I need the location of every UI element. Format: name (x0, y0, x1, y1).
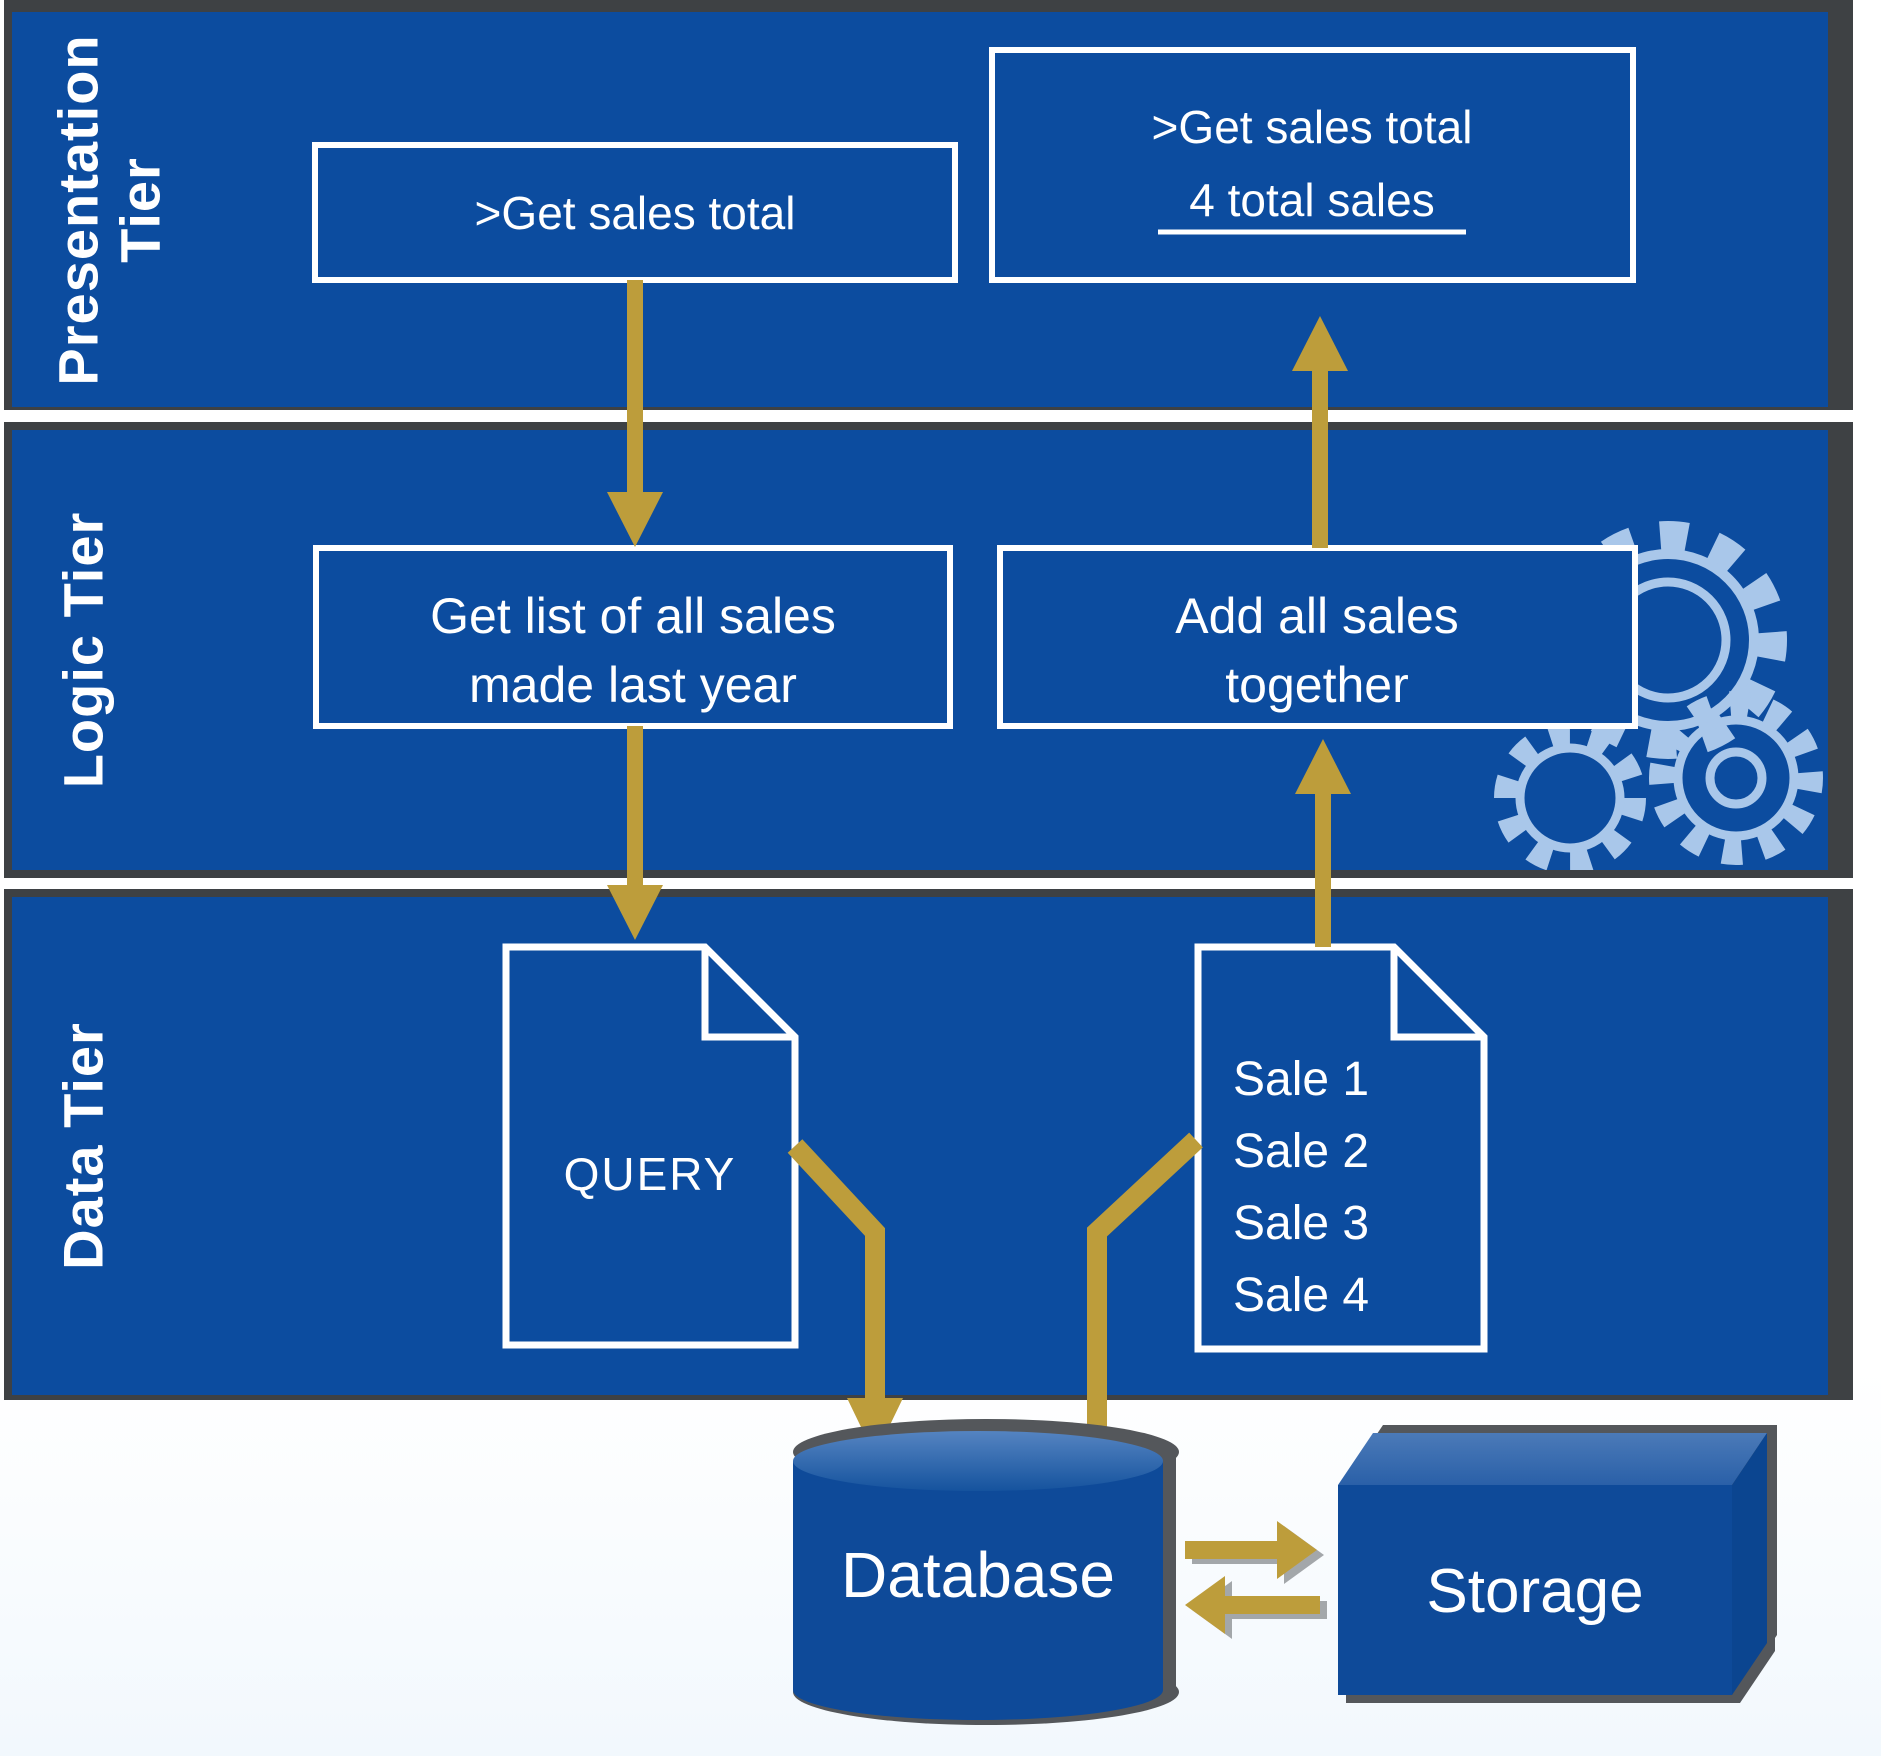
arrow-up-icon (1295, 739, 1351, 947)
add-sales-label-line1: Add all sales (1175, 588, 1459, 644)
sale-item-2: Sale 2 (1233, 1125, 1369, 1178)
logic-tier-label: Logic Tier (52, 512, 115, 789)
presentation-tier-label-line2: Tier (109, 157, 172, 263)
sales-list-items: Sale 1 Sale 2 Sale 3 Sale 4 (1233, 1053, 1369, 1322)
arrow-down-icon (607, 280, 663, 547)
query-document-icon (502, 943, 799, 1349)
sale-item-1: Sale 1 (1233, 1053, 1369, 1106)
node-sales-total-response: >Get sales total 4 total sales (989, 47, 1636, 283)
node-get-sales-total-request: >Get sales total (312, 142, 958, 283)
sale-item-3: Sale 3 (1233, 1197, 1369, 1250)
storage-box-icon: Storage (1338, 1425, 1777, 1703)
data-tier-label: Data Tier (52, 1022, 115, 1270)
get-list-label-line1: Get list of all sales (430, 588, 836, 644)
arrow-left-icon (1185, 1576, 1320, 1634)
arrow-up-icon (1292, 316, 1348, 548)
database-cylinder-icon: Database (793, 1419, 1179, 1725)
sales-list-document-icon (1194, 943, 1488, 1353)
database-label: Database (841, 1539, 1115, 1611)
line-bent-up-icon (1087, 1132, 1203, 1456)
node-add-all-sales: Add all sales together (997, 545, 1638, 729)
gear-small (1649, 691, 1823, 865)
query-doc-label: QUERY (564, 1148, 737, 1200)
tier-band-data (4, 889, 1853, 1400)
add-sales-label-line2: together (1225, 657, 1408, 713)
flow-arrows (607, 280, 1351, 1456)
response-label-line2: 4 total sales (1189, 174, 1434, 226)
sale-item-4: Sale 4 (1233, 1269, 1369, 1322)
get-list-label-line2: made last year (469, 657, 797, 713)
node-get-list-of-sales: Get list of all sales made last year (313, 545, 953, 729)
response-label-line1: >Get sales total (1152, 101, 1473, 153)
arrow-down-icon (607, 726, 663, 940)
request-label: >Get sales total (475, 187, 796, 239)
data-band-fill (12, 897, 1828, 1395)
presentation-tier-label-line1: Presentation (47, 34, 110, 385)
sync-arrows (1185, 1521, 1320, 1634)
arrow-right-icon (1185, 1521, 1317, 1579)
gear-partial (1494, 722, 1646, 870)
storage-label: Storage (1426, 1557, 1643, 1626)
